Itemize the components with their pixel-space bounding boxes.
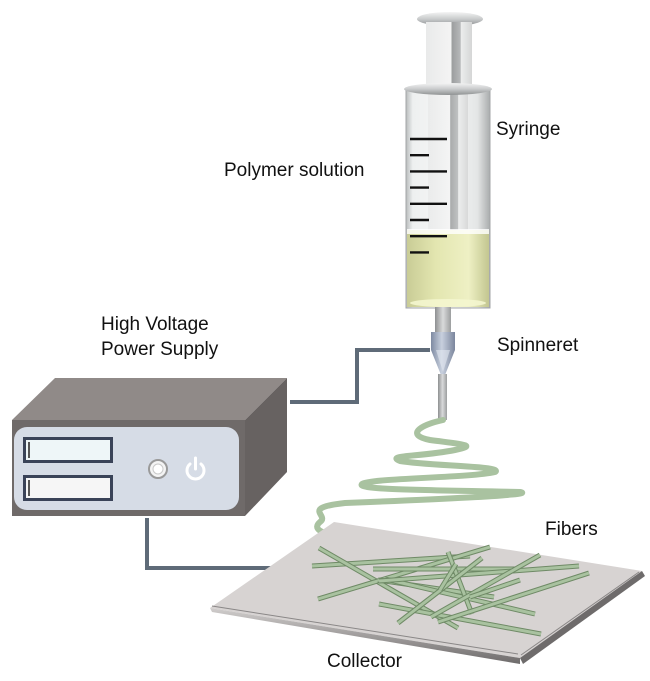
- fiber: [317, 544, 491, 602]
- fiber: [437, 570, 590, 625]
- label-collector: Collector: [327, 651, 402, 672]
- needle: [438, 374, 447, 420]
- collector: [210, 522, 645, 664]
- deposited-fibers: [311, 544, 590, 637]
- power-icon[interactable]: [185, 456, 206, 481]
- fiber: [396, 556, 484, 625]
- fiber-jet: [314, 417, 526, 551]
- fiber: [384, 576, 536, 617]
- plunger-rod: [426, 22, 472, 84]
- needle-hub: [431, 332, 455, 350]
- wire-to-collector: [145, 518, 280, 570]
- label-polymer-solution: Polymer solution: [224, 160, 365, 181]
- fiber: [311, 553, 471, 569]
- label-power-supply-line1: High Voltage: [101, 314, 209, 335]
- barrel-rim: [404, 83, 492, 95]
- indicator-knob[interactable]: [148, 459, 168, 479]
- wire-to-spinneret: [290, 348, 430, 404]
- box-top: [12, 378, 287, 420]
- fiber: [469, 577, 521, 600]
- label-spinneret: Spinneret: [497, 335, 579, 356]
- spinneret: [431, 332, 455, 420]
- fiber: [378, 601, 542, 637]
- power-supply: [12, 378, 287, 516]
- label-syringe: Syringe: [496, 119, 561, 140]
- fiber: [429, 552, 542, 620]
- display-1: [23, 437, 113, 463]
- label-fibers: Fibers: [545, 519, 598, 540]
- graduation-marks: [410, 137, 447, 254]
- fiber: [445, 551, 475, 615]
- box-side: [245, 378, 287, 516]
- display-2: [23, 475, 113, 501]
- polymer-solution: [407, 229, 489, 307]
- syringe-tip: [435, 307, 451, 337]
- syringe: [404, 12, 492, 337]
- fiber: [437, 562, 459, 592]
- label-power-supply-line2: Power Supply: [101, 339, 219, 360]
- fiber: [378, 563, 580, 584]
